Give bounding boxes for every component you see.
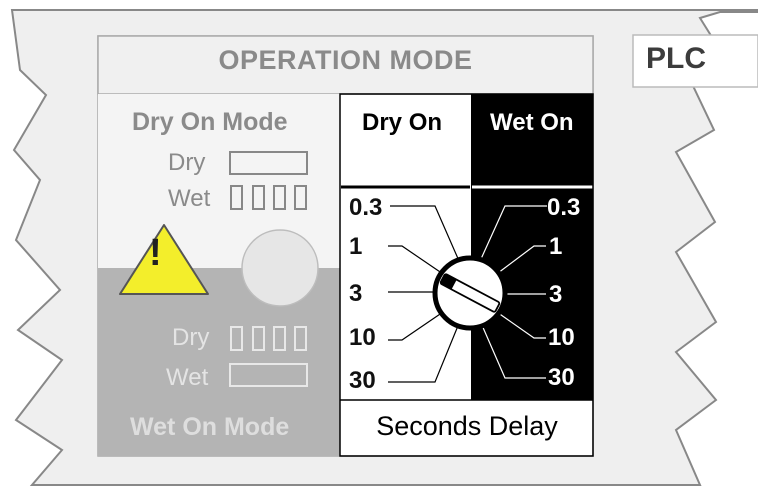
dry-tick-1: 1 (349, 233, 363, 260)
leader-line (390, 205, 464, 271)
wet-tick-10: 10 (548, 324, 575, 351)
dry-indicator-seg (273, 326, 286, 351)
wet-tick-30: 30 (548, 364, 575, 391)
title-bar (97, 35, 594, 95)
leader-line (388, 315, 463, 383)
dry-indicator-seg (252, 326, 265, 351)
plc-tab (632, 34, 758, 88)
plc-label: PLC (646, 42, 706, 75)
seconds-delay-caption: Seconds Delay (376, 411, 558, 441)
dry-indicator-seg (230, 326, 243, 351)
warning-symbol: ! (149, 232, 162, 274)
wet-indicator-seg (294, 185, 307, 210)
dry-indicator-bar (229, 151, 308, 175)
leader-line (493, 309, 546, 339)
wet-tick-0-3: 0.3 (547, 194, 581, 221)
wet-tick-1: 1 (549, 233, 563, 260)
dry-on-mode-wet-label: Wet (168, 185, 211, 212)
selector-frame (339, 93, 594, 457)
warning-triangle-icon (119, 224, 209, 295)
wet-indicator-seg (273, 185, 286, 210)
dry-on-mode-dry-label: Dry (168, 149, 206, 176)
leader-line (493, 245, 546, 277)
dry-tick-10: 10 (349, 324, 376, 351)
wet-on-mode-dry-label: Dry (172, 324, 210, 351)
wet-on-header: Wet On (490, 109, 574, 136)
dry-indicator-seg (294, 326, 307, 351)
wet-indicator-bar (229, 363, 308, 387)
wet-on-mode-wet-label: Wet (166, 364, 209, 391)
leader-line (388, 309, 447, 341)
wet-indicator-seg (252, 185, 265, 210)
dry-tick-0-3: 0.3 (349, 194, 383, 221)
wet-on-mode-title: Wet On Mode (130, 413, 290, 441)
dry-tick-3: 3 (349, 280, 363, 307)
dry-on-header: Dry On (362, 109, 443, 136)
dry-on-mode-title: Dry On Mode (132, 108, 288, 136)
mode-indicator-lamp (241, 229, 319, 307)
leader-line (477, 315, 546, 379)
leader-line (388, 245, 447, 277)
delay-knob (432, 255, 508, 331)
dry-tick-30: 30 (349, 367, 376, 394)
wet-indicator-seg (230, 185, 243, 210)
leader-line (475, 205, 547, 271)
wet-tick-3: 3 (549, 281, 563, 308)
panel-title: OPERATION MODE (218, 45, 473, 75)
